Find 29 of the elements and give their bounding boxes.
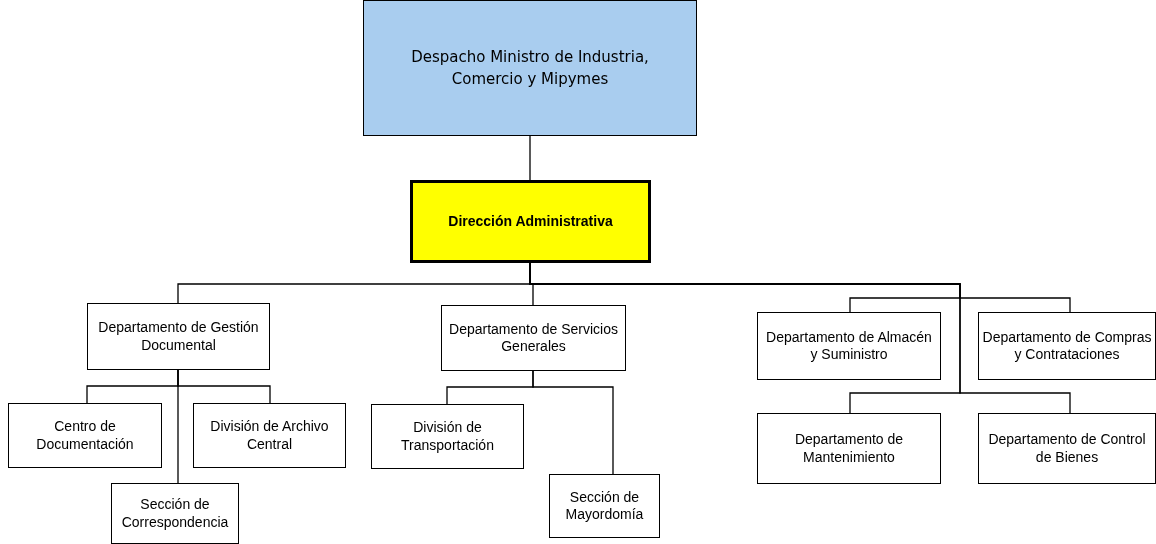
department-box xyxy=(441,305,626,371)
connector-line xyxy=(532,370,614,475)
connector-line xyxy=(529,135,531,181)
unit-name: Departamento de Almacén y Suministro xyxy=(765,328,933,364)
unit-name: Despacho Ministro de Industria, Comercio y Mipymes xyxy=(410,46,650,90)
office-box xyxy=(363,0,697,136)
department-box xyxy=(371,404,524,469)
unit-name: Departamento de Mantenimiento xyxy=(793,431,905,466)
unit-name: División de Transportación xyxy=(400,419,495,454)
unit-name: División de Archivo Central xyxy=(209,418,330,453)
department-box xyxy=(410,180,651,263)
department-box xyxy=(87,303,270,370)
unit-name: Dirección Administrativa xyxy=(448,212,613,231)
connector-line xyxy=(177,369,179,484)
department-box xyxy=(111,483,239,544)
department-box xyxy=(978,413,1156,484)
department-box xyxy=(757,413,941,484)
unit-name: Departamento de Compras y Contrataciones xyxy=(982,328,1152,364)
unit-name: Sección de Correspondencia xyxy=(120,496,230,531)
unit-name: Departamento de Servicios Generales xyxy=(448,320,619,356)
unit-name: Departamento de Gestión Documental xyxy=(97,319,260,354)
department-box xyxy=(8,403,162,468)
department-box xyxy=(193,403,346,468)
department-box xyxy=(549,474,660,538)
unit-name: Centro de Documentación xyxy=(35,418,135,453)
unit-name: Departamento de Control de Bienes xyxy=(987,431,1147,466)
department-box xyxy=(978,312,1156,380)
department-box xyxy=(757,312,941,380)
unit-name: Sección de Mayordomía xyxy=(564,488,645,524)
